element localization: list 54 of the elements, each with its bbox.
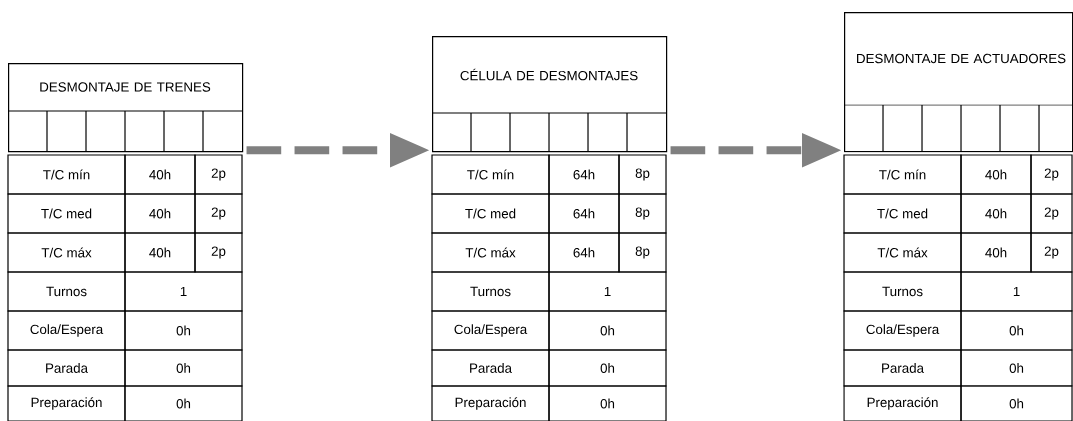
table-cell: 2p xyxy=(194,154,243,195)
table-cell: 2p xyxy=(194,193,243,234)
table-cell: 0h xyxy=(548,349,667,387)
table-cell: T/C mín xyxy=(7,154,126,195)
table-cell: T/C med xyxy=(843,193,962,234)
table-cell: 40h xyxy=(124,232,196,273)
table-cell: T/C máx xyxy=(7,232,126,273)
table-cell: 0h xyxy=(124,349,243,387)
table-cell: Turnos xyxy=(7,271,126,312)
table-cell: 1 xyxy=(960,271,1073,312)
table-cell: Turnos xyxy=(431,271,550,312)
table-cell: Parada xyxy=(7,349,126,387)
table-cell: 40h xyxy=(960,193,1032,234)
process-box: CÉLULA DE DESMONTAJES xyxy=(431,36,668,153)
table-cell: Cola/Espera xyxy=(7,310,126,351)
table-cell: T/C máx xyxy=(843,232,962,273)
table-cell: 0h xyxy=(124,385,243,421)
table-cell: 0h xyxy=(960,310,1073,351)
table-cell: T/C med xyxy=(431,193,550,234)
table-cell: 40h xyxy=(960,154,1032,195)
table-cell: 8p xyxy=(618,232,667,273)
table-cell: Preparación xyxy=(431,385,550,421)
table-cell: Cola/Espera xyxy=(431,310,550,351)
table-cell: 40h xyxy=(960,232,1032,273)
table-cell: 40h xyxy=(124,154,196,195)
table-cell: 1 xyxy=(548,271,667,312)
table-cell: Turnos xyxy=(843,271,962,312)
table-cell: 2p xyxy=(194,232,243,273)
table-cell: T/C mín xyxy=(431,154,550,195)
table-cell: 40h xyxy=(124,193,196,234)
table-cell: 0h xyxy=(548,385,667,421)
table-cell: Parada xyxy=(431,349,550,387)
table-cell: Preparación xyxy=(7,385,126,421)
table-cell: 8p xyxy=(618,193,667,234)
table-cell: T/C mín xyxy=(843,154,962,195)
table-cell: 2p xyxy=(1030,154,1073,195)
table-cell: Cola/Espera xyxy=(843,310,962,351)
table-cell: 0h xyxy=(960,349,1073,387)
table-cell: 8p xyxy=(618,154,667,195)
table-cell: Preparación xyxy=(843,385,962,421)
table-cell: 2p xyxy=(1030,193,1073,234)
table-cell: 0h xyxy=(548,310,667,351)
table-cell: 0h xyxy=(960,385,1073,421)
table-cell: 64h xyxy=(548,154,620,195)
table-cell: 64h xyxy=(548,232,620,273)
table-cell: T/C máx xyxy=(431,232,550,273)
table-cell: T/C med xyxy=(7,193,126,234)
process-box: DESMONTAJE DE ACTUADORES xyxy=(843,12,1073,153)
table-cell: 0h xyxy=(124,310,243,351)
table-cell: 1 xyxy=(124,271,243,312)
table-cell: 64h xyxy=(548,193,620,234)
table-cell: 2p xyxy=(1030,232,1073,273)
table-cell: Parada xyxy=(843,349,962,387)
process-box: DESMONTAJE DE TRENES xyxy=(7,63,244,153)
